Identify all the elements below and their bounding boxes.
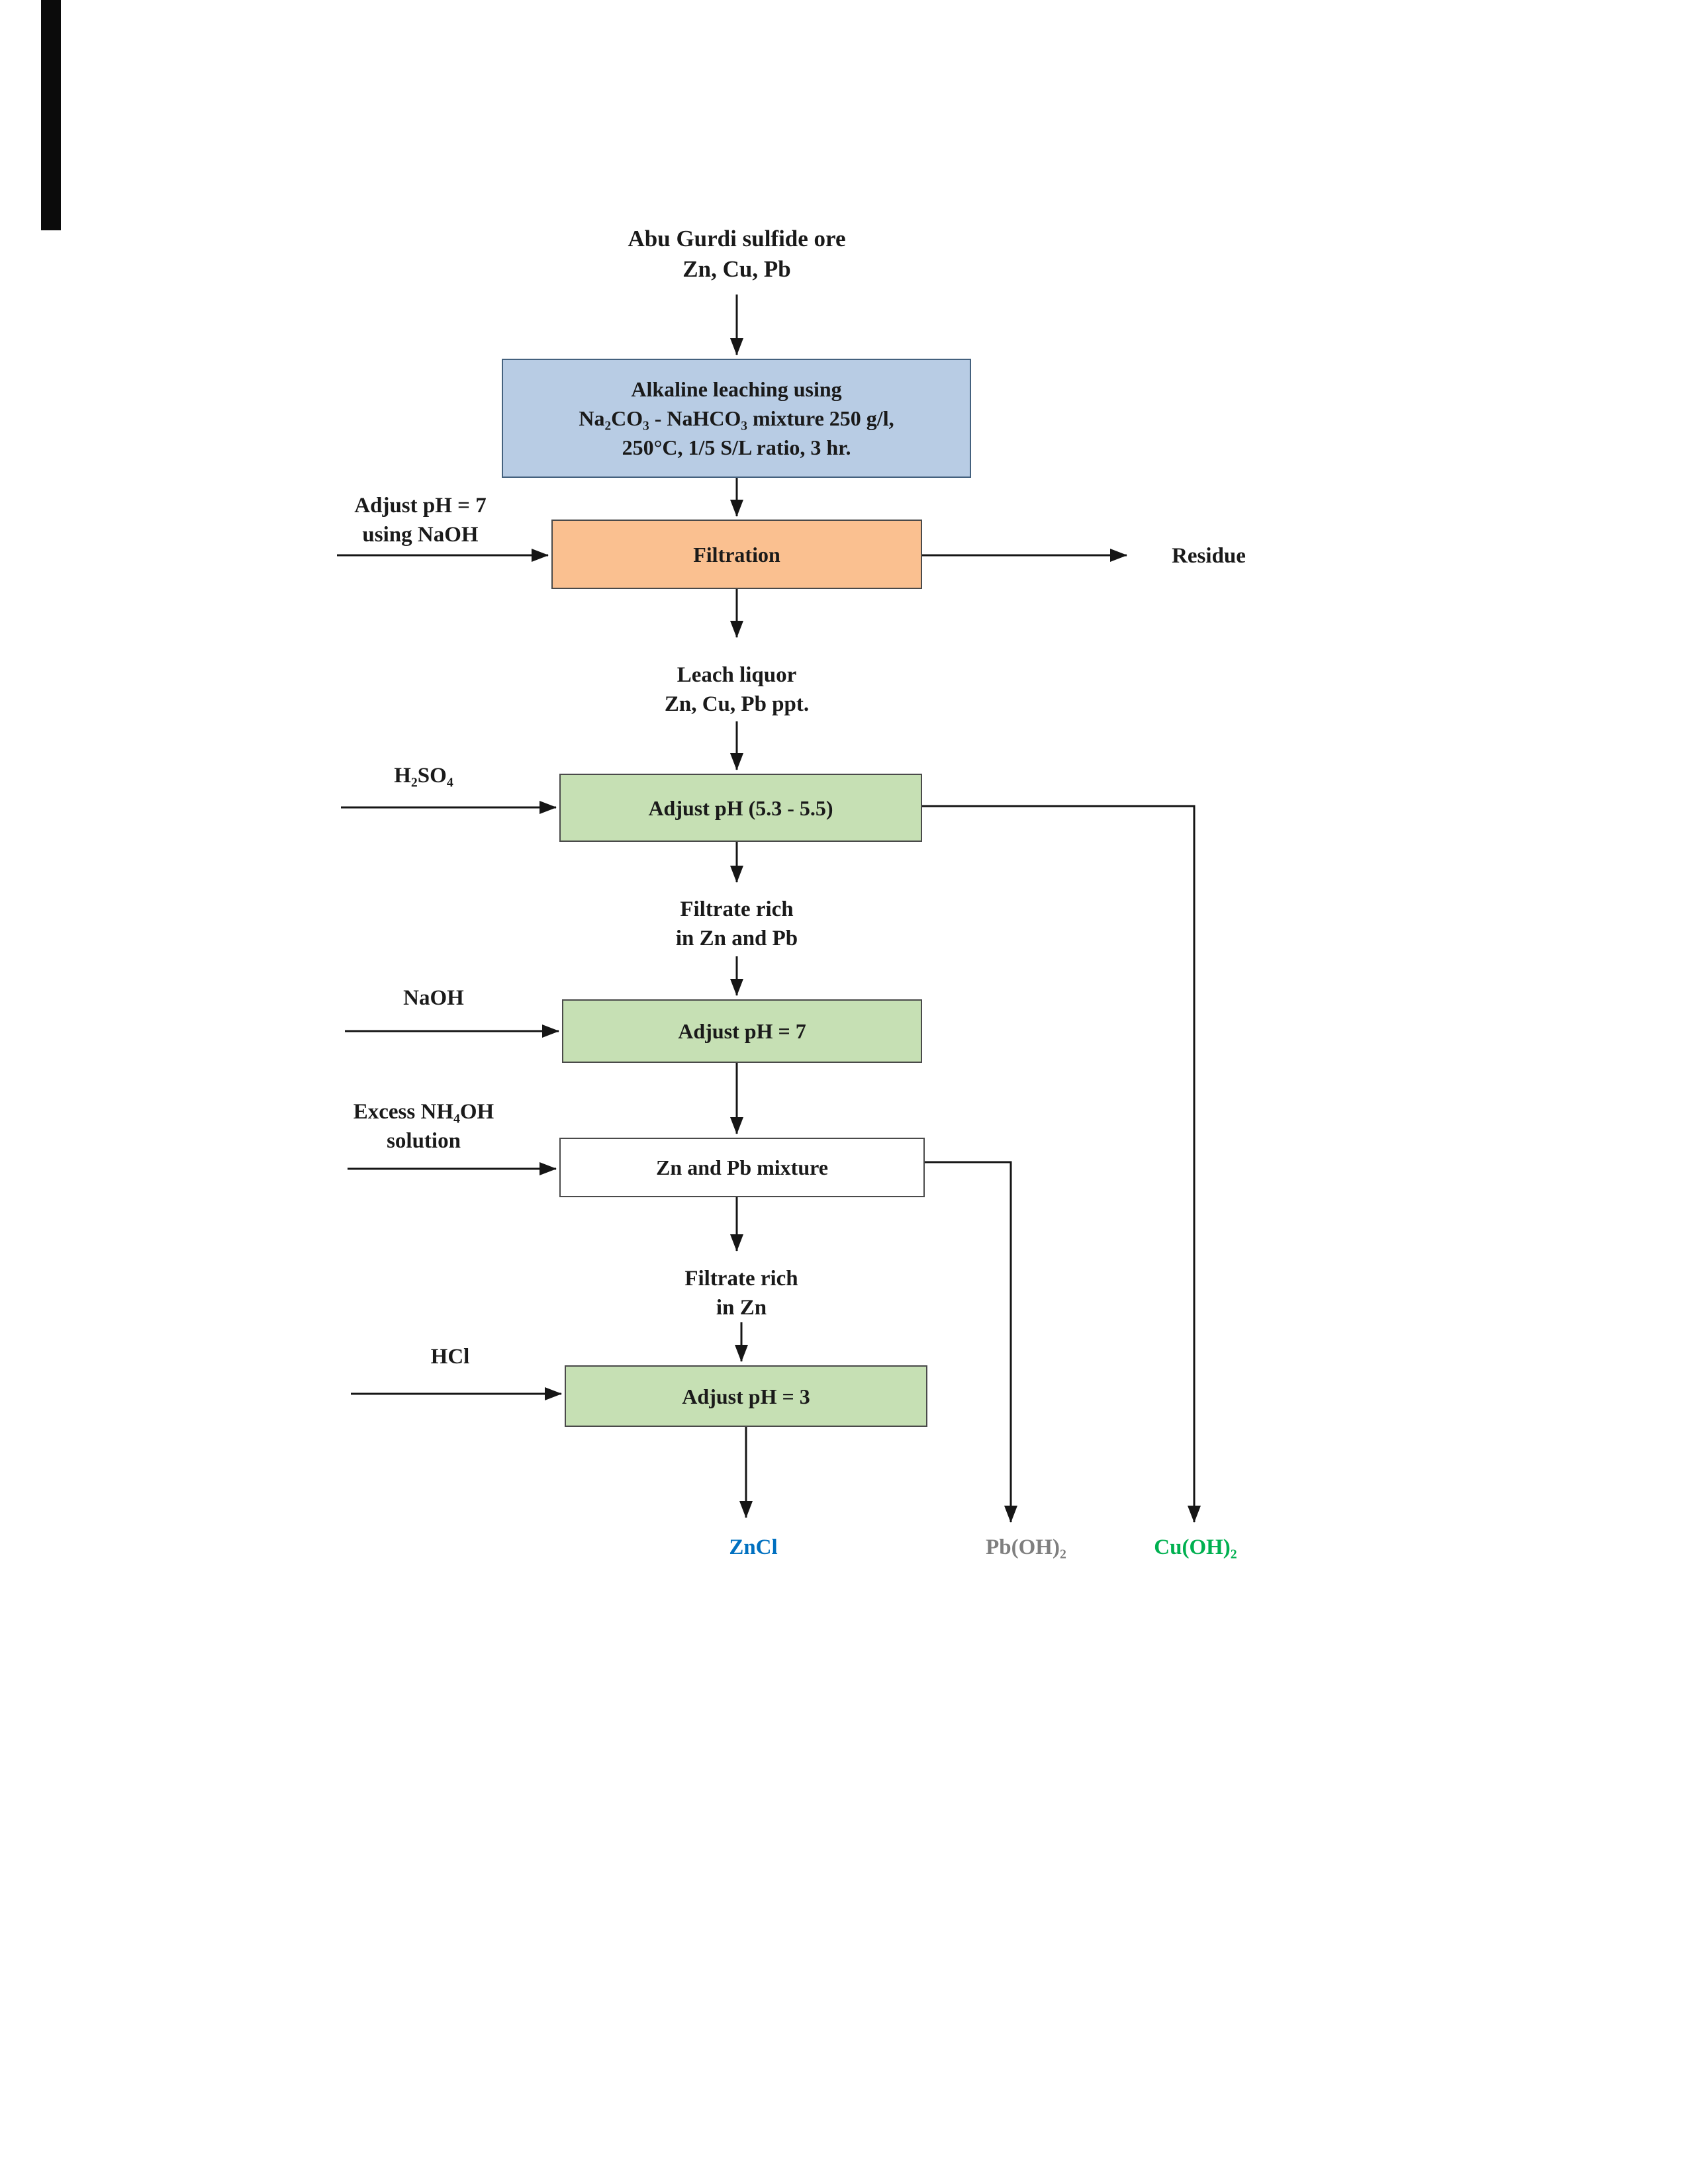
arrow-mixture-to-pboh2	[925, 1161, 1017, 1523]
reagent-label-h2so4: H₂SO₄	[324, 761, 523, 790]
intermediate-leach-liquor: Leach liquor Zn, Cu, Pb ppt.	[571, 660, 902, 719]
nh4oh-line-2: solution	[387, 1129, 461, 1153]
leaching-box: Alkaline leaching using Na₂CO₃ - NaHCO₃ …	[502, 359, 971, 478]
output-zncl: ZnCl	[671, 1533, 836, 1562]
naoh-label: NaOH	[403, 986, 464, 1010]
h2so4-label: H₂SO₄	[394, 764, 453, 788]
cuoh2-label: Cu(OH)₂	[1154, 1535, 1237, 1559]
adjust-ph-5355-box: Adjust pH (5.3 - 5.5)	[559, 774, 922, 842]
reagent-label-hcl: HCl	[351, 1342, 549, 1371]
diagram-title: Abu Gurdi sulfide ore Zn, Cu, Pb	[538, 224, 935, 285]
naoh-ph7-line-1: Adjust pH = 7	[354, 494, 487, 518]
filtrate-zn-pb-line-1: Filtrate rich	[680, 897, 794, 921]
adjust-ph-3-box: Adjust pH = 3	[565, 1365, 927, 1427]
output-residue: Residue	[1109, 541, 1308, 570]
leaching-line-1: Alkaline leaching using	[631, 377, 842, 401]
filtrate-zn-line-1: Filtrate rich	[684, 1267, 798, 1291]
intermediate-filtrate-zn: Filtrate rich in Zn	[576, 1264, 907, 1322]
filtration-label: Filtration	[693, 542, 780, 567]
arrow-ph5355-to-cuoh2	[922, 805, 1201, 1523]
title-line-1: Abu Gurdi sulfide ore	[628, 226, 846, 251]
adjust-ph-3-label: Adjust pH = 3	[682, 1384, 810, 1408]
output-cuoh2: Cu(OH)₂	[1113, 1533, 1278, 1562]
scan-artifact-bar	[41, 0, 61, 230]
nh4oh-line-1: Excess NH₄OH	[353, 1100, 494, 1124]
naoh-ph7-line-2: using NaOH	[362, 523, 479, 547]
residue-label: Residue	[1172, 544, 1246, 568]
reagent-label-naoh: NaOH	[334, 983, 533, 1013]
adjust-ph-7-box: Adjust pH = 7	[562, 999, 922, 1063]
zn-pb-mixture-label: Zn and Pb mixture	[656, 1156, 828, 1179]
leaching-line-3: 250°C, 1/5 S/L ratio, 3 hr.	[622, 435, 851, 459]
filtration-box: Filtration	[551, 520, 922, 589]
leach-liquor-line-2: Zn, Cu, Pb ppt.	[664, 692, 810, 716]
filtrate-zn-line-2: in Zn	[716, 1296, 767, 1320]
leaching-line-2: Na₂CO₃ - NaHCO₃ mixture 250 g/l,	[579, 406, 894, 430]
title-line-2: Zn, Cu, Pb	[682, 256, 791, 282]
hcl-label: HCl	[430, 1345, 470, 1369]
zn-pb-mixture-box: Zn and Pb mixture	[559, 1138, 925, 1197]
reagent-label-naoh-ph7: Adjust pH = 7 using NaOH	[288, 491, 553, 549]
pboh2-label: Pb(OH)₂	[986, 1535, 1066, 1559]
reagent-label-nh4oh: Excess NH₄OH solution	[291, 1097, 556, 1156]
adjust-ph-5355-label: Adjust pH (5.3 - 5.5)	[648, 796, 833, 820]
filtrate-zn-pb-line-2: in Zn and Pb	[675, 927, 798, 950]
output-pboh2: Pb(OH)₂	[943, 1533, 1109, 1562]
zncl-label: ZnCl	[729, 1535, 778, 1559]
intermediate-filtrate-zn-pb: Filtrate rich in Zn and Pb	[571, 895, 902, 953]
adjust-ph-7-label: Adjust pH = 7	[678, 1019, 806, 1043]
leach-liquor-line-1: Leach liquor	[677, 663, 797, 687]
